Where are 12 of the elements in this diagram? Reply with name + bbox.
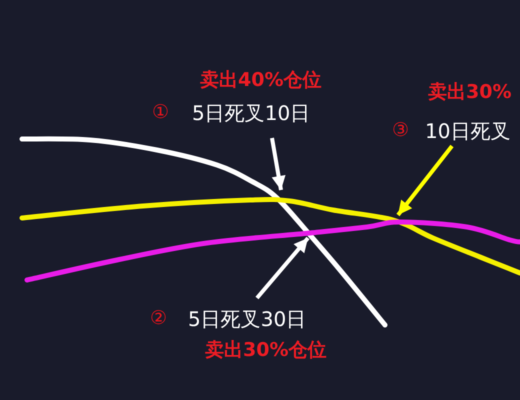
arrow xyxy=(255,236,310,300)
callout-number: ② xyxy=(150,308,168,329)
crossover-label: 5日死叉10日 xyxy=(192,102,310,124)
callout-number: ① xyxy=(152,102,170,123)
callout-number: ③ xyxy=(392,120,410,141)
sell-note: 卖出40%仓位 xyxy=(200,70,322,91)
sell-note: 卖出30%仓位 xyxy=(205,340,326,361)
arrow xyxy=(396,144,454,216)
arrow xyxy=(270,138,286,190)
crossover-label: 10日死叉 xyxy=(425,120,510,142)
crossover-label: 5日死叉30日 xyxy=(188,308,306,330)
sell-note: 卖出30% xyxy=(428,82,512,103)
